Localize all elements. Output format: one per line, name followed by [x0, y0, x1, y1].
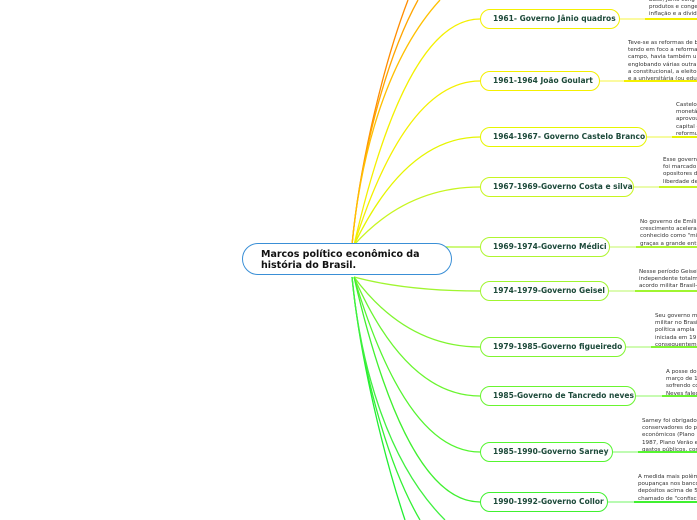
note-line: Neves falec — [666, 390, 697, 397]
topic-connector — [353, 80, 481, 246]
note-line: conservadores do p — [642, 425, 697, 432]
note-line: Nesse período Geisel — [639, 269, 697, 275]
note-line: conhecido como "mil — [640, 233, 697, 240]
topic-node[interactable]: 1974-1979-Governo Geisel — [480, 281, 609, 301]
topic-connector — [353, 18, 481, 246]
note-underline — [634, 501, 697, 503]
topic-node[interactable]: 1985-Governo de Tancredo neves — [480, 386, 636, 406]
offscreen-branch-bottom — [351, 276, 421, 520]
note-underline — [636, 246, 697, 248]
topic-connector — [353, 136, 481, 246]
note-line: março de 1 — [666, 376, 697, 383]
topic-node[interactable]: 1967-1969-Governo Costa e silva — [480, 177, 634, 197]
offscreen-branch-bottom — [351, 276, 406, 520]
note-line: militar no Brasi — [655, 320, 697, 327]
note-line: aprovou — [676, 116, 697, 123]
note-line: acordo militar Brasil- — [639, 283, 697, 290]
note-line: independente totalm — [639, 276, 697, 283]
topic-node[interactable]: 1961- Governo Jânio quadros — [480, 9, 620, 29]
note-line: Castelo — [676, 102, 697, 108]
topic-connector — [353, 276, 481, 503]
note-underline — [659, 186, 697, 188]
note-line: Esse govern — [663, 157, 697, 163]
note-underline — [651, 346, 697, 348]
note-line: chamado de "confisco — [638, 495, 697, 502]
note-line: iniciada em 19 — [655, 334, 697, 341]
note-line: política ampla — [655, 327, 695, 334]
note-underline — [662, 395, 697, 397]
note-line: depósitos acima de 5 — [638, 488, 697, 495]
note-line: campo, havia também u — [628, 54, 697, 61]
note-underline — [638, 451, 697, 453]
topic-connector — [353, 276, 481, 453]
note-line: opositores d — [663, 171, 697, 178]
topic-connector — [353, 186, 481, 246]
offscreen-branch-bottom — [351, 276, 446, 520]
offscreen-branch-top — [351, 0, 419, 246]
note-line: consequenteme — [655, 341, 697, 348]
note-line: monetá — [676, 109, 697, 116]
note-line: a constitucional, a eleito — [628, 68, 697, 75]
topic-node[interactable]: 1985-1990-Governo Sarney — [480, 442, 613, 462]
note-line: base, Jânio cong — [649, 0, 695, 3]
topic-connector — [353, 276, 481, 348]
note-line: e a universitária (ou edu — [628, 76, 697, 83]
note-line: graças a grande entr — [640, 240, 697, 247]
offscreen-branch-top — [351, 0, 441, 246]
note-line: foi marcado — [663, 164, 697, 171]
note-line: tendo em foco a reforma — [628, 47, 697, 54]
note-underline — [645, 18, 697, 20]
topic-node[interactable]: 1990-1992-Governo Collor — [480, 492, 608, 512]
note-line: gastos públicos, cor — [642, 446, 697, 453]
note-line: 1987, Plano Verão e — [642, 439, 697, 446]
note-line: Seu governo m — [655, 313, 697, 319]
note-line: produtos e conge — [649, 4, 697, 11]
note-line: crescimento acelera — [640, 226, 697, 233]
topic-connector — [353, 276, 481, 292]
note-line: reformu — [676, 130, 697, 137]
central-topic-line2: história do Brasil. — [261, 260, 357, 271]
note-underline — [635, 290, 697, 292]
note-line: liberdade de — [663, 178, 697, 185]
note-line: englobando várias outra — [628, 61, 697, 68]
topic-connector — [353, 276, 481, 397]
note-line: inflação e a dívid — [649, 11, 697, 18]
topic-node[interactable]: 1961-1964 João Goulart — [480, 71, 600, 91]
note-line: econômicos (Plano — [642, 432, 695, 439]
note-line: poupanças nos banco — [638, 481, 697, 488]
topic-node[interactable]: 1964-1967- Governo Castelo Branco — [480, 127, 647, 147]
note-line: Teve-se as reformas de b — [628, 40, 697, 46]
note-line: capital - — [676, 123, 697, 130]
central-topic-line1: Marcos político econômico da — [261, 249, 420, 260]
note-line: Sarney foi obrigado — [642, 418, 697, 424]
note-line: A posse do — [666, 369, 697, 375]
note-underline — [624, 80, 697, 82]
note-line: sofrendo co — [666, 383, 697, 390]
topic-node[interactable]: 1969-1974-Governo Médici — [480, 237, 610, 257]
topic-node[interactable]: 1979-1985-Governo figueiredo — [480, 337, 626, 357]
note-underline — [672, 136, 697, 138]
note-line: A medida mais polêm — [638, 474, 697, 480]
note-line: No governo de Emíli — [640, 219, 697, 225]
